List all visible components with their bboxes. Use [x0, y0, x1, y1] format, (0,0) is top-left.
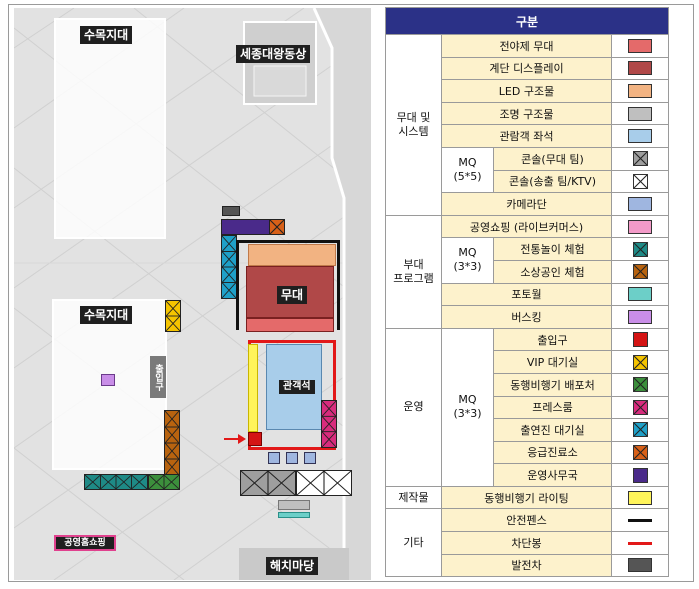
swatch-safety-fence [628, 519, 653, 523]
item-traditional-games: 전통놀이 체험 [493, 237, 612, 261]
item-performer: 출연진 대기실 [493, 418, 612, 442]
lighting-plane-strip [248, 344, 258, 432]
tree-zone-top-label: 수목지대 [80, 26, 133, 44]
category-etc: 기타 [385, 508, 442, 578]
busking-marker [101, 374, 115, 386]
item-console-stage: 콘솔(무대 팀) [493, 146, 612, 171]
tree-zone-top [54, 18, 166, 239]
item-companion: 동행비행기 배포처 [493, 372, 612, 397]
category-stage-system: 무대 및 시스템 [385, 34, 442, 216]
lighting-structure [278, 500, 310, 510]
swatch-busking [628, 309, 653, 324]
press-tiles [321, 400, 337, 448]
swatch-live-shopping [628, 219, 653, 234]
swatch-companion [632, 377, 648, 393]
swatch-camera [628, 196, 653, 211]
item-busking: 버스킹 [441, 305, 612, 329]
item-vip: VIP 대기실 [493, 350, 612, 374]
swatch-lighting [628, 106, 653, 121]
item-generator: 발전차 [441, 553, 612, 578]
site-map: 수목지대 세종대왕동상 수목지대 출입구 무대 관객석 [14, 8, 371, 580]
swatch-press [632, 399, 648, 415]
category-program: 부대 프로그램 [385, 214, 442, 329]
swatch-barrier [628, 541, 653, 545]
swatch-vip [632, 354, 648, 370]
first-aid-tile [269, 219, 285, 235]
swatch-console-broadcast [632, 173, 648, 189]
entrance-marker [248, 432, 262, 446]
swatch-led [628, 83, 653, 98]
item-stair-display: 계단 디스플레이 [441, 56, 612, 81]
led-structure [248, 244, 336, 266]
console-broadcast-tiles [296, 470, 352, 496]
office-tiles [221, 219, 275, 235]
safety-fence [236, 240, 340, 330]
exit-sign: 출입구 [150, 356, 166, 398]
swatch-photo-wall [628, 287, 653, 302]
camera-platform-2 [286, 452, 298, 464]
item-led: LED 구조물 [441, 79, 612, 103]
subgroup-mq55: MQ (5*5) [441, 146, 494, 194]
item-small-business: 소상공인 체험 [493, 259, 612, 284]
item-photo-wall: 포토월 [441, 282, 612, 307]
legend-table: 구분 무대 및 시스템 전야제 무대 계단 디스플레이 LED 구조물 조명 구… [384, 7, 670, 578]
legend-header: 구분 [384, 7, 670, 35]
category-operation: 운영 [385, 327, 442, 487]
tree-zone-middle-label: 수목지대 [80, 306, 133, 324]
subgroup-mq33-operation: MQ (3*3) [441, 327, 494, 487]
console-stage-tiles [240, 470, 296, 496]
photo-wall [278, 512, 310, 518]
item-barrier: 차단봉 [441, 531, 612, 555]
category-production: 제작물 [385, 485, 442, 510]
statue-label: 세종대왕동상 [236, 45, 311, 63]
performer-tiles [221, 235, 237, 299]
item-live-shopping: 공영쇼핑 (라이브커머스) [441, 214, 612, 239]
item-first-aid: 응급진료소 [493, 440, 612, 465]
item-outdoor-stage: 전야제 무대 [441, 34, 612, 58]
swatch-first-aid [632, 444, 648, 460]
swatch-performer [632, 422, 648, 438]
swatch-entrance [632, 332, 648, 348]
stage-label: 무대 [277, 286, 308, 304]
haechi-madang-label: 해치마당 [266, 557, 319, 575]
camera-platform-3 [304, 452, 316, 464]
swatch-lighting-plane [628, 490, 653, 505]
camera-platform-1 [268, 452, 280, 464]
companion-tiles [148, 474, 180, 490]
item-entrance: 출입구 [493, 327, 612, 352]
swatch-small-business [632, 264, 648, 280]
item-seats: 관람객 좌석 [441, 124, 612, 148]
item-lighting: 조명 구조물 [441, 101, 612, 126]
item-press: 프레스룸 [493, 395, 612, 420]
item-lighting-plane: 동행비행기 라이팅 [441, 485, 612, 510]
generator-marker [222, 206, 240, 216]
entrance-arrow-icon [224, 434, 246, 444]
item-safety-fence: 안전펜스 [441, 508, 612, 533]
swatch-outdoor-stage [628, 38, 653, 53]
traditional-games-tiles [84, 474, 148, 490]
swatch-seats [628, 129, 653, 144]
swatch-generator [628, 558, 653, 573]
item-office: 운영사무국 [493, 463, 612, 487]
item-console-broadcast: 콘솔(송출 팀/KTV) [493, 169, 612, 194]
live-shopping-marker: 공영홈쇼핑 [54, 535, 116, 551]
swatch-stair-display [628, 61, 653, 76]
swatch-console-stage [632, 151, 648, 167]
swatch-office [632, 467, 648, 483]
vip-tiles [165, 300, 181, 332]
stage-front [246, 318, 334, 332]
audience-label: 관객석 [279, 380, 315, 394]
item-camera: 카메라단 [441, 192, 612, 216]
small-business-tiles [164, 410, 180, 476]
subgroup-mq33-program: MQ (3*3) [441, 237, 494, 284]
swatch-traditional-games [632, 241, 648, 257]
